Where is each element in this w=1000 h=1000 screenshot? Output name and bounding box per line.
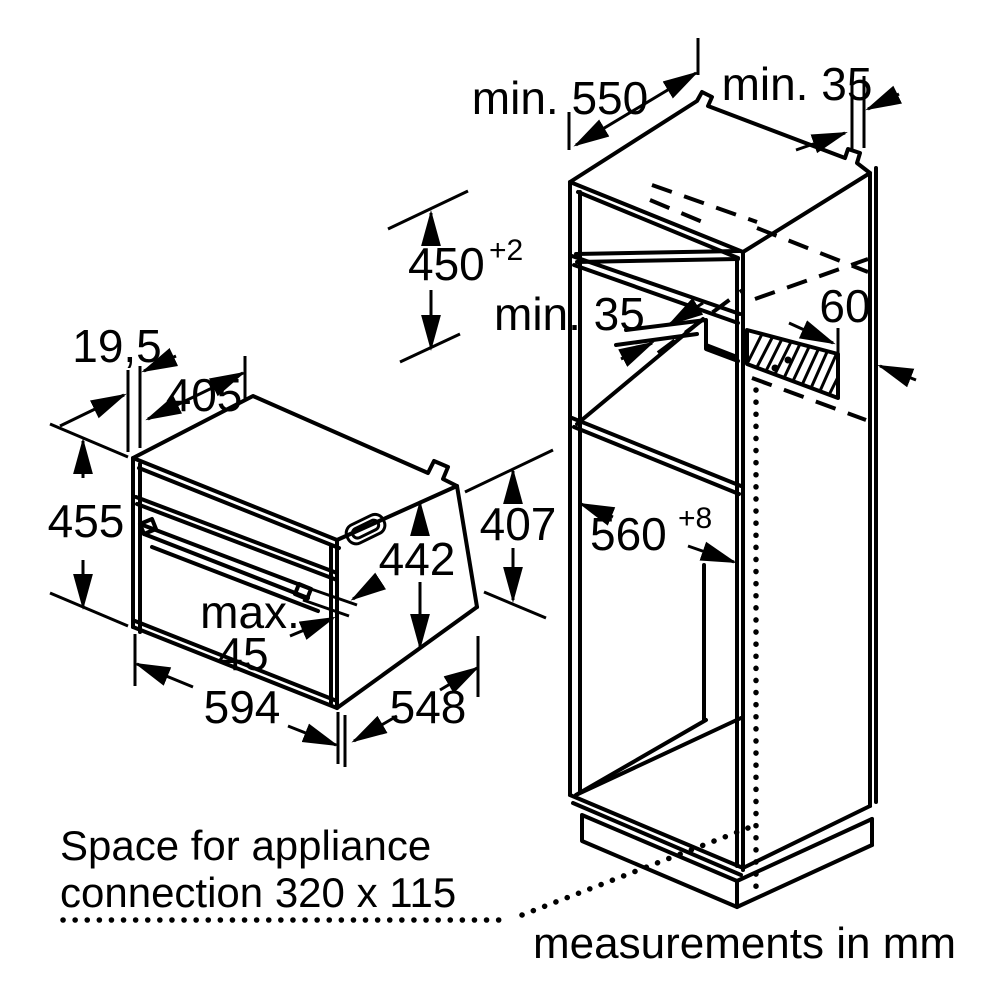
label-total-width: 594 (204, 681, 281, 733)
label-front-frame-depth: 19,5 (72, 320, 162, 372)
label-door-height: 442 (379, 533, 456, 585)
label-rear-gap-top: min. 35 (722, 58, 873, 110)
label-niche-width-tolerance: +8 (678, 502, 712, 535)
connection-dot-2 (784, 356, 792, 364)
label-connection-strip-width: 60 (819, 280, 870, 332)
dimension-labels: min. 550 min. 35 450 +2 min. 35 60 560 +… (48, 58, 956, 968)
label-niche-depth: min. 550 (472, 72, 648, 124)
label-casing-height: 407 (480, 498, 557, 550)
label-niche-height-tolerance: +2 (489, 234, 523, 267)
label-niche-width: 560 (590, 508, 667, 560)
dimension-annotations (49, 38, 917, 767)
footnote-units: measurements in mm (533, 919, 956, 968)
label-handle-max-value: 45 (217, 628, 268, 680)
cabinet-drawing (568, 90, 878, 909)
label-rear-gap-mid: min. 35 (494, 288, 645, 340)
connection-note-line1: Space for appliance (60, 822, 431, 869)
connection-leader-dotted (60, 387, 759, 923)
label-casing-depth: 548 (390, 681, 467, 733)
connection-note-line2: connection 320 x 115 (60, 869, 456, 916)
label-total-height: 455 (48, 495, 125, 547)
side-grip-slot-inner (350, 518, 381, 540)
connection-dot-1 (771, 364, 779, 372)
appliance-connection-area (745, 328, 840, 400)
side-grip-slot (344, 512, 387, 546)
label-handle-max-word: max. (200, 586, 300, 638)
label-body-top-depth: 405 (166, 369, 243, 421)
label-niche-height: 450 (408, 238, 485, 290)
oven-drawing (131, 394, 479, 710)
